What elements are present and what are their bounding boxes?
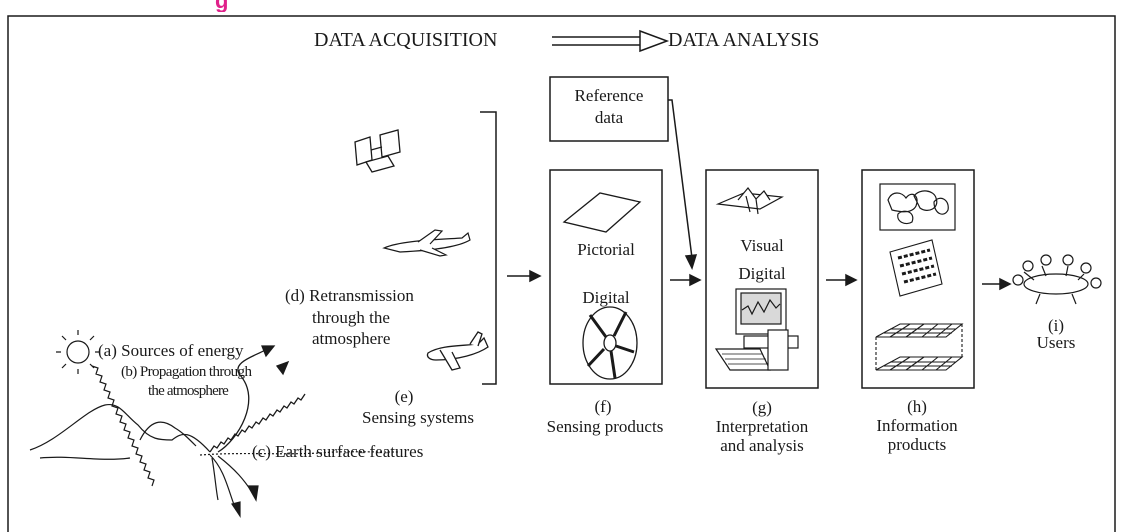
arrow-to-interpretation (670, 273, 702, 287)
label-i-users: Users (1036, 333, 1076, 352)
thematic-map-icon (879, 183, 956, 231)
reference-data-arrow (668, 99, 698, 271)
users-meeting-icon (1012, 254, 1102, 305)
interpretation-digital-label: Digital (738, 264, 786, 283)
arrow-to-information-products (826, 273, 858, 287)
label-d-atmosphere: atmosphere (312, 329, 391, 348)
label-e-sensing-systems: Sensing systems (362, 408, 474, 427)
visual-label: Visual (740, 236, 784, 255)
reference-data-line2: data (594, 108, 624, 127)
label-d-retransmission: (d) Retransmission (285, 286, 414, 305)
label-f-sensing-products: Sensing products (546, 417, 664, 436)
propagation-ray (91, 365, 155, 487)
terrain-map-icon (715, 187, 784, 215)
label-b-atmosphere: the atmosphere (148, 383, 229, 399)
data-table-icon (889, 239, 943, 297)
label-h-products: products (887, 435, 947, 454)
label-d-through: through the (312, 308, 390, 327)
acquisition-to-analysis-arrow (552, 29, 670, 53)
retransmission-rays (209, 345, 306, 453)
reference-data-box (549, 76, 669, 142)
label-g-interpretation: Interpretation (715, 417, 809, 436)
label-e-letter: (e) (394, 387, 414, 406)
label-h-letter: (h) (907, 397, 927, 416)
satellite-icon (354, 129, 401, 173)
grid-layers-icon (875, 323, 964, 371)
arrow-to-sensing-products (507, 269, 542, 283)
cropped-title-fragment: g (215, 0, 270, 12)
label-h-information: Information (876, 416, 958, 435)
label-f-letter: (f) (594, 397, 612, 416)
label-c-earth-surface: (c) Earth surface features (252, 442, 424, 461)
data-analysis-heading: DATA ANALYSIS (668, 29, 820, 51)
photo-sheet-icon (562, 192, 642, 233)
arrow-to-users (982, 277, 1012, 291)
label-a-sources-of-energy: (a) Sources of energy (98, 341, 244, 360)
sensing-systems-bracket (480, 111, 497, 385)
small-plane-icon (426, 331, 489, 371)
reference-data-line1: Reference (574, 86, 644, 105)
label-i-letter: (i) (1047, 316, 1065, 335)
pictorial-label: Pictorial (577, 240, 635, 259)
airplane-icon (382, 229, 471, 257)
computer-workstation-icon (714, 288, 799, 371)
sun-icon (56, 330, 100, 374)
data-acquisition-heading: DATA ACQUISITION (314, 29, 498, 51)
label-g-letter: (g) (752, 398, 772, 417)
mountain-terrain-icon (29, 403, 401, 518)
products-digital-label: Digital (582, 288, 630, 307)
data-disk-icon (582, 306, 638, 380)
label-g-analysis: and analysis (720, 436, 804, 455)
outer-frame (7, 15, 1116, 532)
label-b-propagation: (b) Propagation through (121, 364, 252, 380)
